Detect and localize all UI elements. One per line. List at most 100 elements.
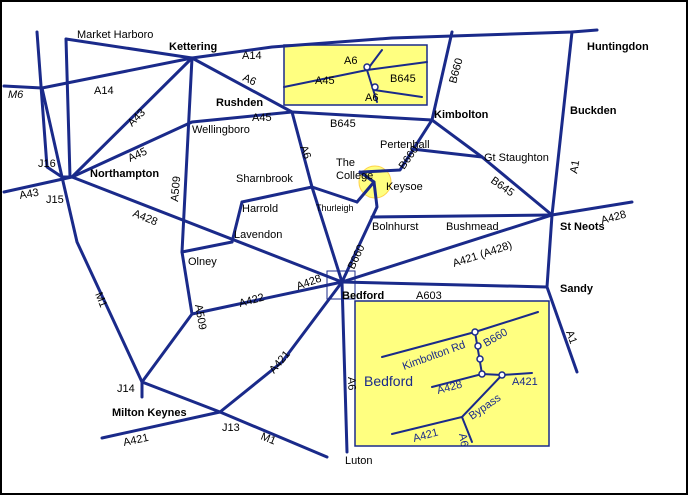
road-network — [2, 28, 634, 459]
town-milton-keynes: Milton Keynes — [112, 407, 187, 419]
inset-bedford-title: Bedford — [364, 373, 413, 389]
road-label-a428-far-east: A428 — [600, 209, 628, 227]
inset-north-b645: B645 — [390, 73, 416, 85]
road-label-a1-north: A1 — [568, 159, 582, 174]
road-a509-south — [180, 250, 194, 316]
road-a428-west — [70, 175, 344, 284]
town-bolnhurst: Bolnhurst — [372, 221, 418, 233]
town-luton: Luton — [345, 455, 373, 467]
road-label-j14: J14 — [117, 383, 135, 395]
road-label-b660-north: B660 — [447, 57, 465, 85]
town-harrold: Harrold — [242, 203, 278, 215]
road-label-j15: J15 — [46, 194, 64, 206]
inset-bedford-a6: A6 — [456, 432, 470, 447]
inset-bedford-roads — [381, 311, 539, 443]
road-label-b645-west: B645 — [330, 118, 356, 130]
road-label-a1-south: A1 — [563, 329, 579, 346]
road-label-a45-west: A45 — [126, 146, 149, 165]
road-label-a603: A603 — [416, 290, 442, 302]
road-label-a43: A43 — [126, 107, 148, 129]
town-sandy: Sandy — [560, 283, 594, 295]
town-olney: Olney — [188, 256, 217, 268]
road-label-m6: M6 — [8, 89, 24, 101]
road-market-harboro-kettering — [64, 37, 194, 60]
road-a603 — [340, 280, 549, 289]
road-b660-north — [430, 30, 454, 122]
road-a428-far-east — [550, 200, 634, 217]
road-label-a6-north: A6 — [241, 72, 258, 89]
road-bushmead — [370, 213, 554, 219]
road-a43 — [70, 56, 194, 179]
inset-north-a45: A45 — [315, 75, 335, 87]
town-sharnbrook: Sharnbrook — [236, 173, 293, 185]
town-northampton: Northampton — [90, 168, 159, 180]
town-buckden: Buckden — [570, 105, 617, 117]
town-thurleigh: Thurleigh — [316, 203, 354, 213]
road-label-m1-south: M1 — [259, 431, 278, 448]
road-label-a14-west: A14 — [94, 85, 114, 97]
town-kettering: Kettering — [169, 41, 217, 53]
road-label-a6-mid: A6 — [297, 144, 313, 161]
town-st-neots: St Neots — [560, 221, 605, 233]
road-label-a45-north: A45 — [252, 112, 272, 124]
road-m1-south — [218, 410, 329, 459]
road-label-j13: J13 — [222, 422, 240, 434]
road-a14-east — [190, 28, 599, 60]
road-gtst-stneots — [480, 155, 554, 217]
road-label-m1-north: M1 — [92, 291, 109, 310]
road-mk-j13 — [140, 380, 222, 414]
road-b660-mid — [360, 118, 434, 174]
road-a6-north — [190, 56, 294, 114]
road-harrold-lavendon — [230, 200, 244, 244]
town-pertenhall: Pertenhall — [380, 139, 430, 151]
inset-north-a6-bottom: A6 — [365, 92, 378, 104]
town-market-harboro: Market Harboro — [77, 29, 153, 41]
road-a421-west — [100, 410, 222, 440]
town-bedford: Bedford — [342, 290, 384, 302]
road-label-a422: A422 — [238, 292, 266, 310]
road-label-a509-south: A509 — [192, 303, 208, 330]
road-label-a6-south: A6 — [345, 377, 357, 391]
road-a6-south — [340, 280, 349, 454]
road-label-a509-north: A509 — [169, 176, 183, 203]
road-m1-north — [60, 175, 144, 384]
road-a43-west — [2, 175, 74, 194]
road-label-a14-east: A14 — [242, 50, 262, 62]
town-kimbolton: Kimbolton — [434, 109, 489, 121]
road-label-b660-south: B660 — [346, 243, 368, 271]
road-lavendon-olney — [180, 240, 234, 254]
road-market-harboro-south — [64, 37, 72, 179]
road-a6-mid — [290, 110, 344, 284]
road-a45 — [70, 110, 294, 179]
road-pertenhall-gtst — [410, 147, 484, 159]
road-m6-a14 — [2, 56, 194, 90]
road-a421-a428 — [340, 213, 554, 284]
road-olney-mk — [140, 312, 194, 384]
town-huntingdon: Huntingdon — [587, 41, 649, 53]
town-lavendon: Lavendon — [234, 229, 282, 241]
road-left-vertical — [35, 30, 64, 179]
road-keysoe-bolnhurst — [340, 180, 379, 284]
road-sharnbrook — [310, 185, 359, 204]
inset-bedford-a421-right: A421 — [512, 376, 538, 388]
road-a421-mid — [218, 280, 344, 414]
road-kimbolton-gtst — [430, 118, 484, 159]
road-label-a43-west: A43 — [18, 187, 39, 202]
inset-north-a6-top: A6 — [344, 55, 357, 67]
town-bushmead: Bushmead — [446, 221, 499, 233]
town-gt-staughton: Gt Staughton — [484, 152, 549, 164]
road-harrold — [240, 185, 314, 204]
road-a422 — [190, 280, 344, 316]
town-rushden: Rushden — [216, 97, 263, 109]
road-label-a421-west: A421 — [122, 432, 150, 449]
town-wellingboro: Wellingboro — [192, 124, 250, 136]
road-rushden-b645 — [290, 110, 434, 122]
road-label-j16: J16 — [38, 158, 56, 170]
town-keysoe: Keysoe — [386, 181, 423, 193]
road-a1 — [545, 30, 579, 374]
inset-north-roads — [283, 49, 428, 103]
road-label-b645-east: B645 — [488, 175, 516, 200]
